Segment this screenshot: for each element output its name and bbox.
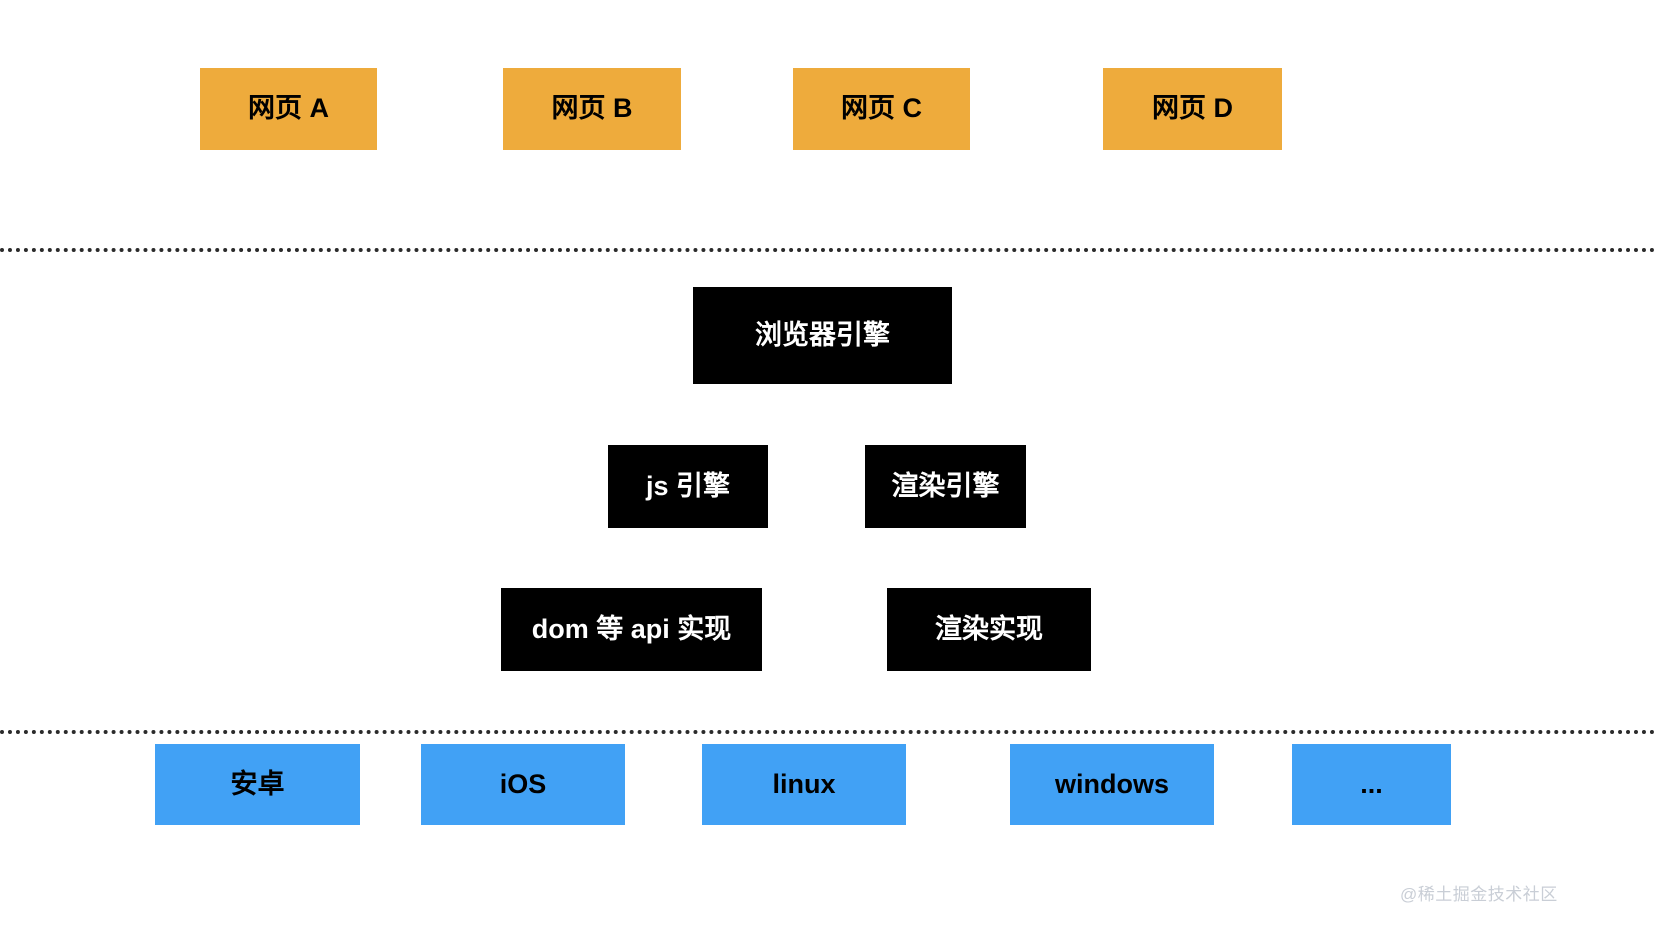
node-dom-api-implementation[interactable]: dom 等 api 实现	[501, 588, 762, 671]
node-web-page-c[interactable]: 网页 C	[793, 68, 970, 150]
node-label: iOS	[499, 768, 547, 799]
node-label: dom 等 api 实现	[531, 613, 732, 644]
watermark: @稀土掘金技术社区	[1400, 885, 1558, 904]
node-browser-engine[interactable]: 浏览器引擎	[693, 287, 952, 384]
node-web-page-d[interactable]: 网页 D	[1103, 68, 1282, 150]
node-label: 网页 D	[1152, 93, 1233, 124]
node-web-page-a[interactable]: 网页 A	[200, 68, 377, 150]
node-os-ios[interactable]: iOS	[421, 744, 625, 825]
node-web-page-b[interactable]: 网页 B	[503, 68, 681, 150]
node-label: ...	[1360, 768, 1383, 799]
node-label: 安卓	[230, 768, 285, 799]
node-rendering-implementation[interactable]: 渲染实现	[887, 588, 1091, 671]
node-os-windows[interactable]: windows	[1010, 744, 1214, 825]
node-js-engine[interactable]: js 引擎	[608, 445, 768, 528]
divider-engine-os	[0, 730, 1656, 734]
node-label: 网页 A	[248, 93, 329, 124]
node-os-android[interactable]: 安卓	[155, 744, 360, 825]
node-label: 渲染实现	[935, 613, 1043, 644]
divider-pages-engine	[0, 248, 1656, 252]
node-os-more[interactable]: ...	[1292, 744, 1451, 825]
node-label: 渲染引擎	[891, 470, 1000, 501]
node-os-linux[interactable]: linux	[702, 744, 906, 825]
node-label: 浏览器引擎	[755, 319, 890, 350]
node-rendering-engine[interactable]: 渲染引擎	[865, 445, 1026, 528]
node-label: 网页 C	[841, 93, 922, 124]
node-label: windows	[1055, 768, 1169, 799]
node-label: linux	[772, 768, 836, 799]
node-label: js 引擎	[645, 470, 731, 501]
node-label: 网页 B	[551, 93, 633, 124]
